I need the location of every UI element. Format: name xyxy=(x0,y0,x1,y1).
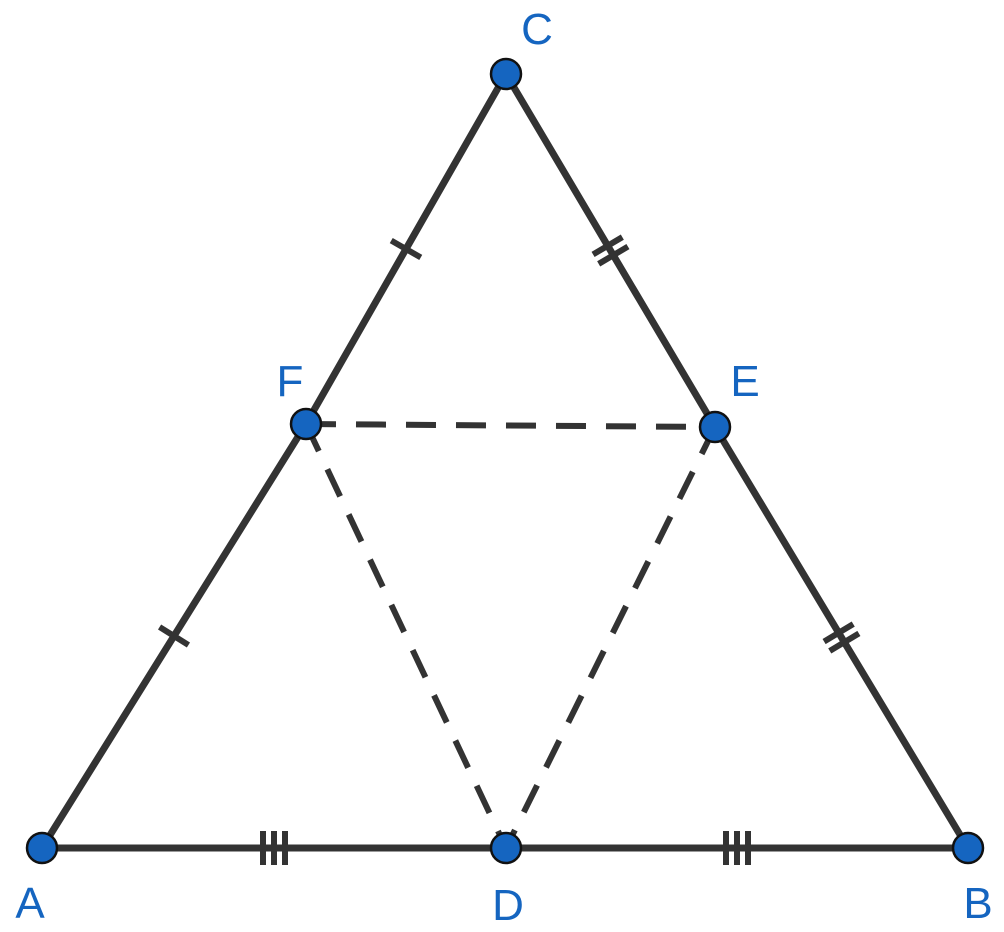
vertex-E xyxy=(698,410,732,444)
triangle-sides xyxy=(38,70,972,852)
vertices xyxy=(25,57,985,865)
label-D: D xyxy=(492,881,524,930)
label-E: E xyxy=(730,357,759,406)
tick-EB-2 xyxy=(828,630,861,654)
label-B: B xyxy=(963,879,992,928)
vertex-C xyxy=(489,57,523,91)
midsegment-ED xyxy=(503,425,718,850)
tick-CE-1 xyxy=(591,234,624,258)
side-CE xyxy=(502,70,719,431)
label-C: C xyxy=(521,5,553,54)
midsegment-FD xyxy=(303,422,509,850)
midsegment-FE xyxy=(305,421,716,430)
tick-FC-1 xyxy=(389,237,423,261)
vertex-A xyxy=(25,831,59,865)
congruence-ticks xyxy=(157,234,861,865)
tick-AF-1 xyxy=(157,624,191,648)
midsegments xyxy=(303,421,718,850)
tick-CE-2 xyxy=(597,243,630,267)
tick-EB-1 xyxy=(822,621,855,645)
side-EB xyxy=(711,423,972,852)
vertex-D xyxy=(489,831,523,865)
vertex-labels: A B C D E F xyxy=(15,5,992,930)
vertex-F xyxy=(289,407,323,441)
label-F: F xyxy=(277,357,304,406)
label-A: A xyxy=(15,879,45,928)
vertex-B xyxy=(951,831,985,865)
